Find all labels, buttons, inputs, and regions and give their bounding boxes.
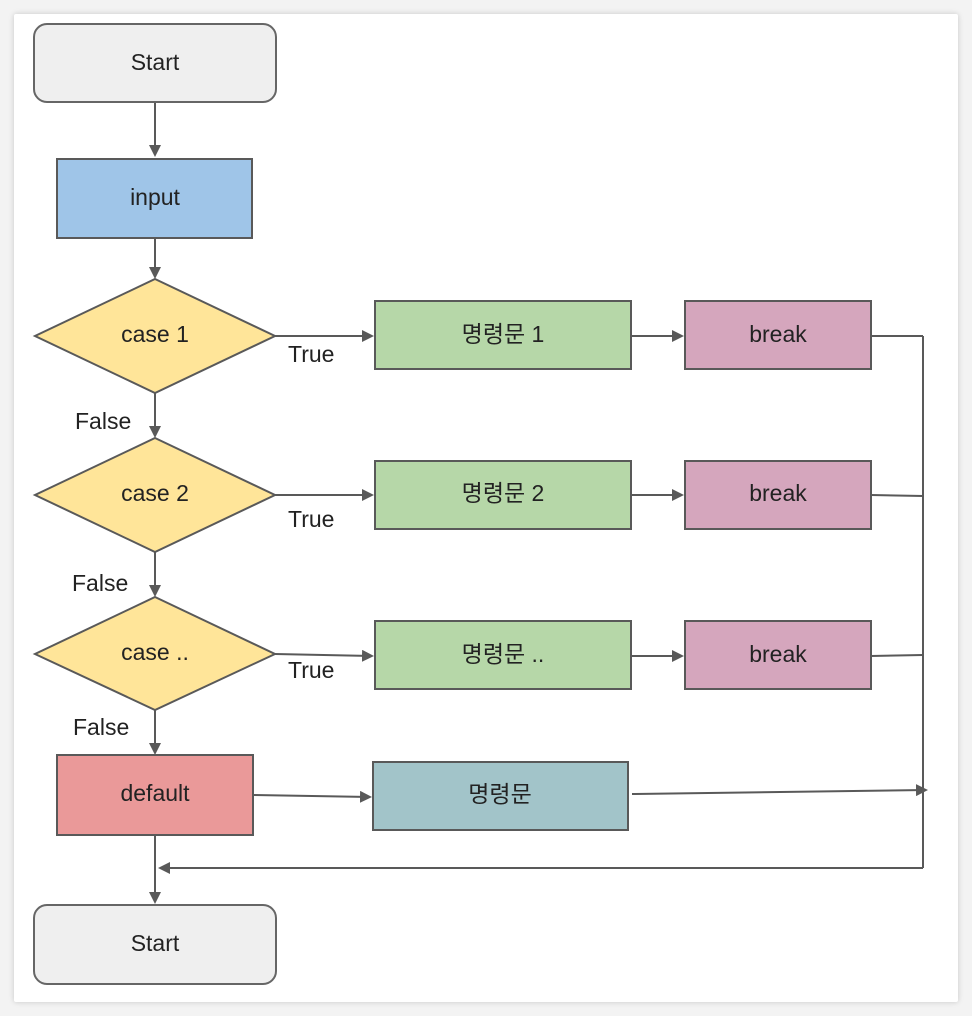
break-node-3-label: break [749,641,807,667]
statement-node-1-shape [374,300,632,370]
case3-decision-shape [32,595,278,712]
input-node[interactable]: input [56,158,253,239]
case2-decision-shape [32,436,278,554]
case1-decision-shape [32,277,278,395]
case2-decision[interactable]: case 2 [32,436,278,554]
input-node-label: input [130,184,180,210]
edge-case3-stmt3 [274,649,374,662]
break-node-1-label: break [749,321,807,347]
break-node-3[interactable]: break [684,620,872,690]
edge-labels: True True True False False False [72,341,334,740]
statement-node-2[interactable]: 명령문 2 [374,460,632,530]
case1-decision[interactable]: case 1 [32,277,278,395]
false-label-2: False [72,570,128,596]
statement-node-1[interactable]: 명령문 1 [374,300,632,370]
start-node-top[interactable]: Start [33,23,277,103]
start-node-bottom-label: Start [131,930,180,956]
edge-break3-rail [870,654,924,657]
statement-node-3-label: 명령문 .. [462,641,545,667]
break-node-3-shape [684,620,872,690]
break-node-2[interactable]: break [684,460,872,530]
edge-default-stmt [253,790,372,803]
case3-decision[interactable]: case .. [32,595,278,712]
start-node-bottom-shape [33,904,277,985]
edge-break2-rail [870,494,924,497]
default-node[interactable]: default [56,754,254,836]
break-node-2-shape [684,460,872,530]
statement-node-3[interactable]: 명령문 .. [374,620,632,690]
statement-node-1-label: 명령문 1 [462,321,545,347]
case1-label: case 1 [121,321,189,347]
start-node-top-label: Start [131,49,180,75]
statement-node-default[interactable]: 명령문 [372,761,629,831]
false-label-1: False [75,408,131,434]
statement-node-2-shape [374,460,632,530]
case2-label: case 2 [121,480,189,506]
statement-node-default-label: 명령문 [468,781,531,807]
edge-defstmt-rail [631,784,928,797]
false-label-3: False [73,714,129,740]
start-node-bottom[interactable]: Start [33,904,277,985]
break-node-1[interactable]: break [684,300,872,370]
true-label-1: True [288,341,334,367]
break-node-1-shape [684,300,872,370]
default-node-shape [56,754,254,836]
break-node-2-label: break [749,480,807,506]
statement-node-2-label: 명령문 2 [462,480,545,506]
true-label-2: True [288,506,334,532]
edges [149,103,928,904]
start-node-top-shape [33,23,277,103]
input-node-shape [56,158,253,239]
statement-node-3-shape [374,620,632,690]
case3-label: case .. [121,639,189,665]
default-node-label: default [120,780,190,806]
true-label-3: True [288,657,334,683]
statement-node-default-shape [372,761,629,831]
